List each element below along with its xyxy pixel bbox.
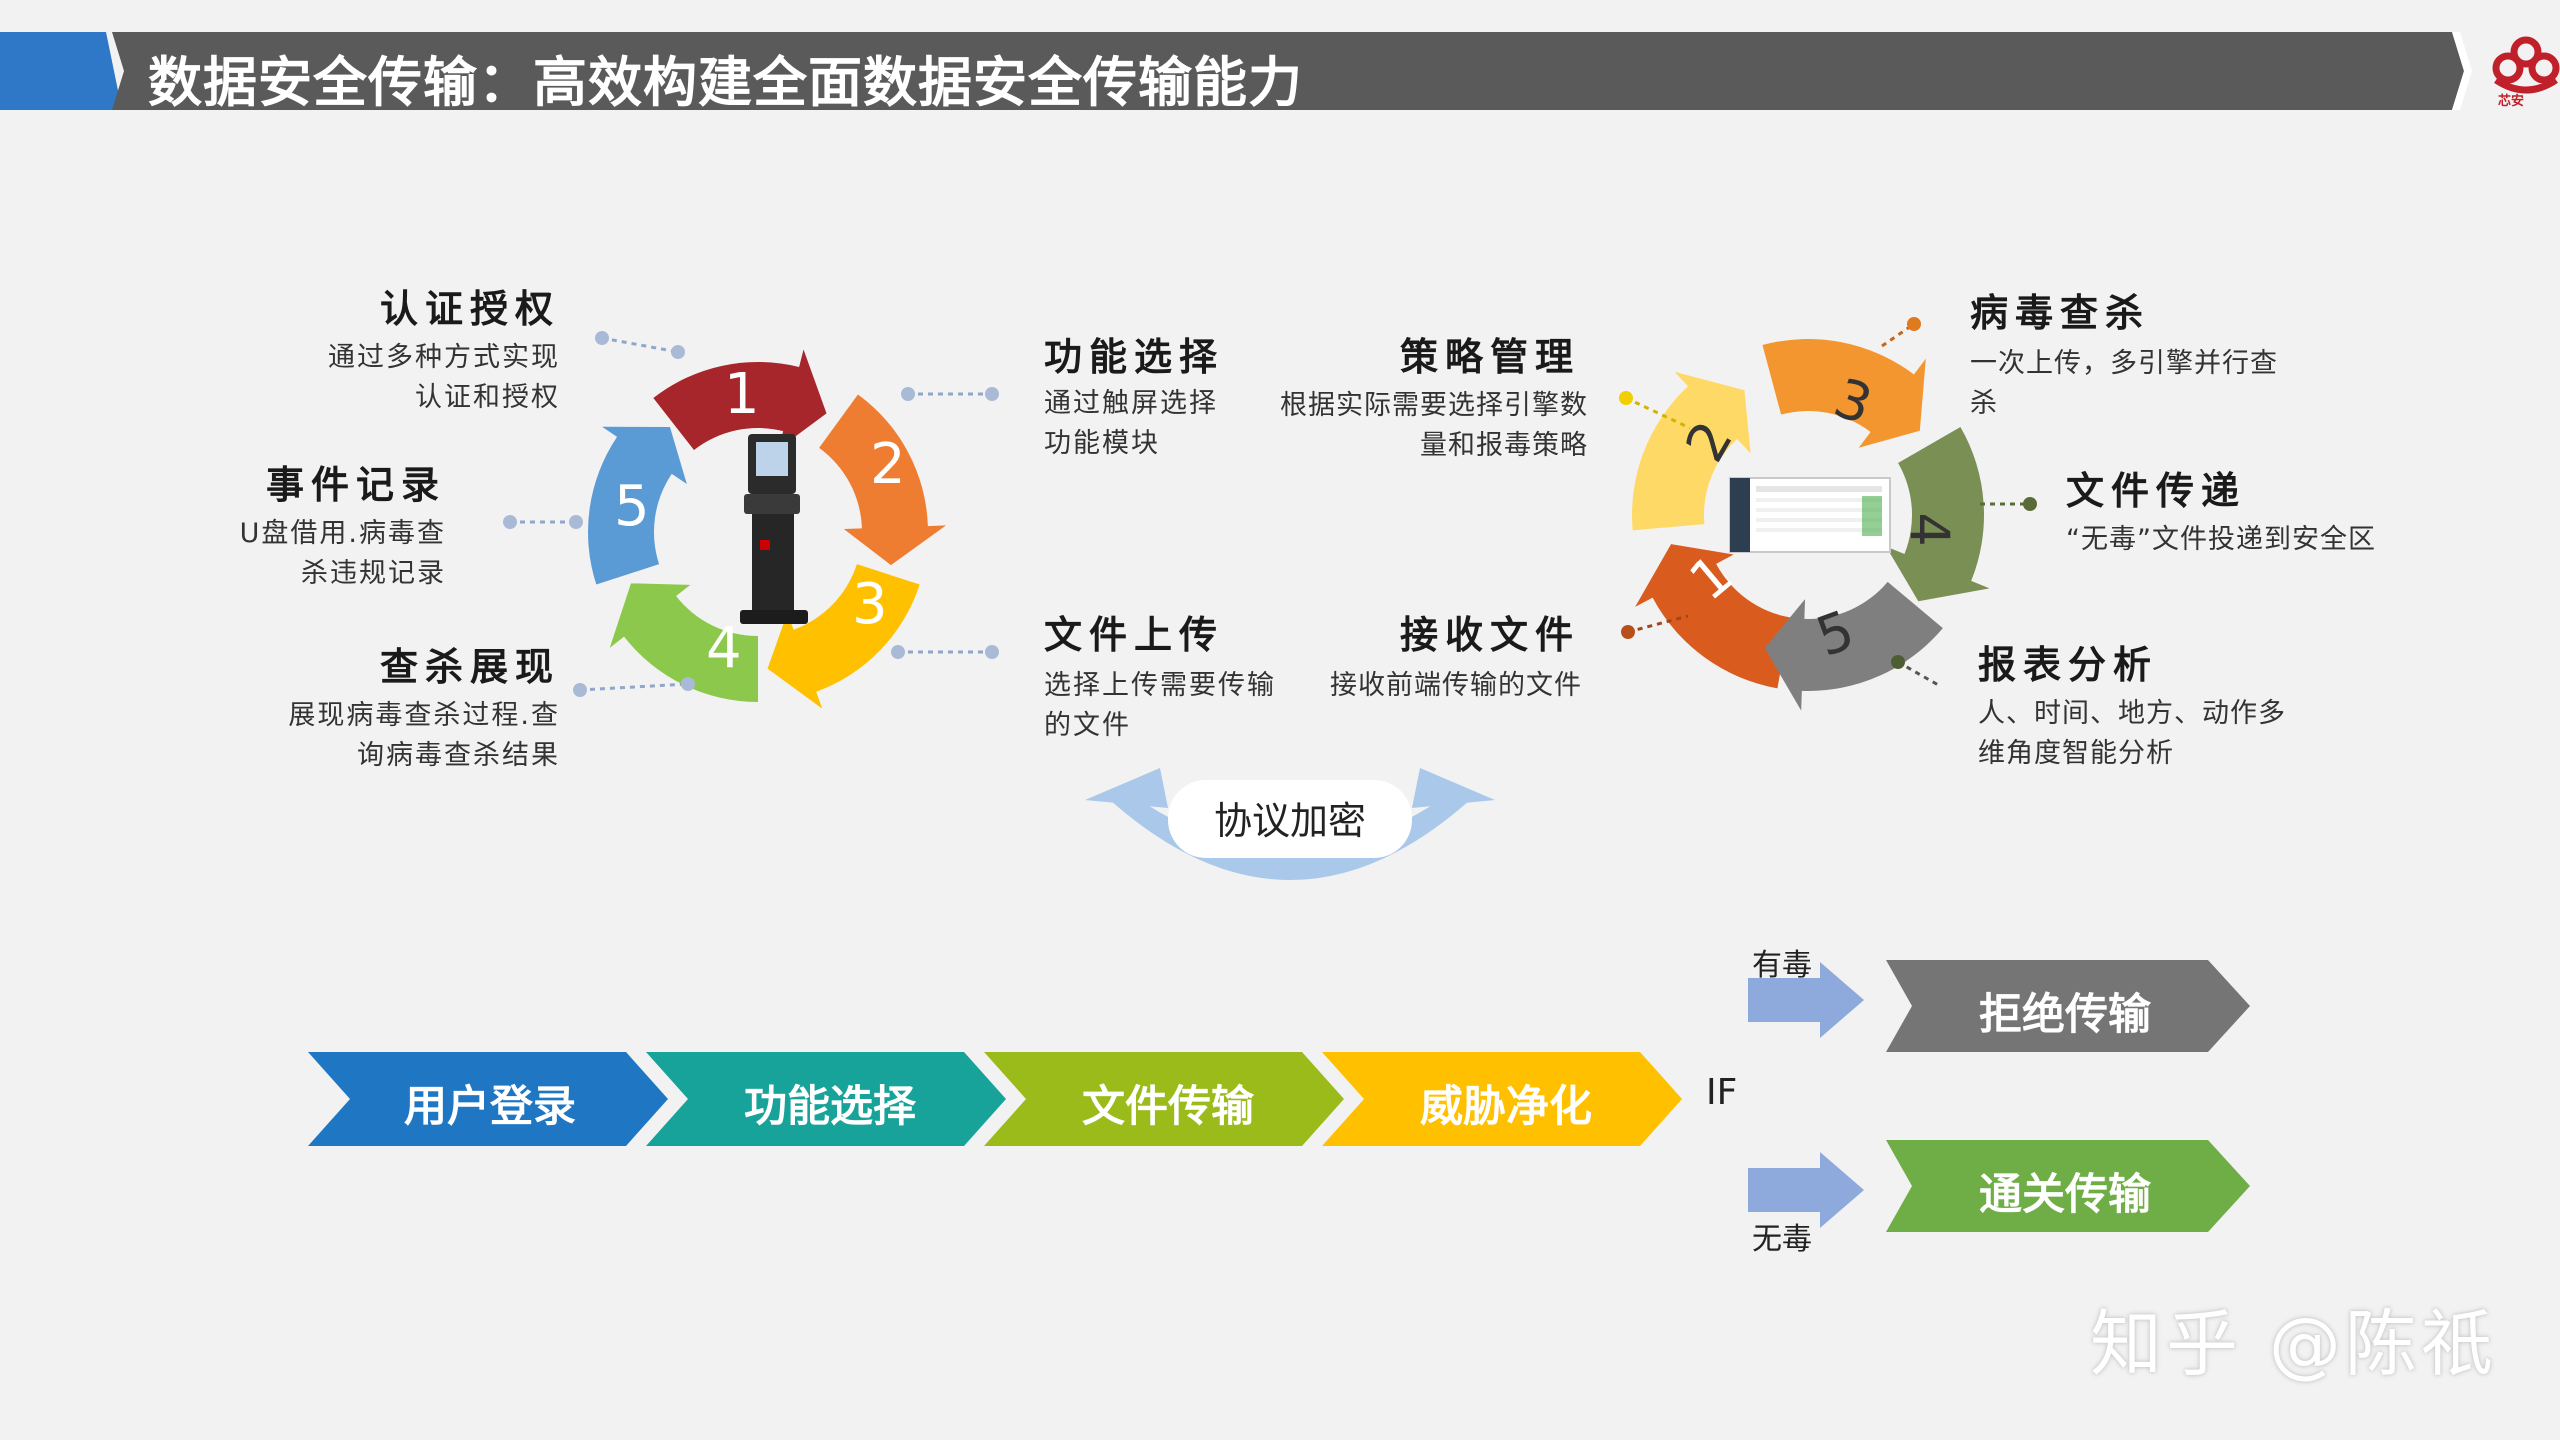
left-item-3-title: 查杀展现 xyxy=(379,645,560,689)
flow-step-3 xyxy=(984,1052,1344,1146)
page-title: 数据安全传输：高效构建全面数据安全传输能力 xyxy=(148,51,1303,114)
reject-chevron xyxy=(1886,960,2250,1052)
right-item-3-title: 病毒查杀 xyxy=(1970,291,2151,335)
flow-step-4 xyxy=(1322,1052,1682,1146)
left-seg-4-num: 4 xyxy=(706,616,742,681)
left-seg-3-num: 3 xyxy=(852,572,888,637)
header-accent xyxy=(0,32,122,110)
if-label: IF xyxy=(1706,1072,1738,1113)
right-item-2-desc: 接收前端传输的文件 xyxy=(1330,670,1582,701)
logo-text: 芯安 xyxy=(2498,94,2525,109)
left-seg-1-num: 1 xyxy=(724,362,760,427)
left-seg-2-num: 2 xyxy=(870,432,906,497)
header-bar xyxy=(112,32,2464,110)
kiosk-icon xyxy=(740,434,808,624)
clean-label: 无毒 xyxy=(1752,1222,1812,1257)
right-item-3-desc: 一次上传，多引擎并行查杀 xyxy=(1970,348,2278,419)
rc-segment-2 xyxy=(1632,371,1751,531)
left-item-5-title: 文件上传 xyxy=(1044,613,1225,657)
virus-label: 有毒 xyxy=(1752,948,1812,983)
pass-chevron xyxy=(1886,1140,2250,1232)
right-item-2-title: 接收文件 xyxy=(1399,613,1580,657)
flow-step-1-label: 用户登录 xyxy=(404,1082,576,1132)
pass-label: 通关传输 xyxy=(1979,1170,2151,1220)
right-item-4-desc: “无毒”文件投递到安全区 xyxy=(2066,524,2376,555)
rc-segment-3 xyxy=(1762,339,1926,448)
protocol-arc xyxy=(1085,768,1495,880)
flow-step-2 xyxy=(646,1052,1006,1146)
lc-segment-3 xyxy=(767,564,920,709)
right-cycle xyxy=(1632,339,1990,711)
left-item-2-title: 事件记录 xyxy=(265,463,446,507)
lc-segment-2 xyxy=(819,394,947,566)
left-item-3-desc: 展现病毒查杀过程.查询病毒查杀结果 xyxy=(288,700,560,771)
right-seg-4-num: 4 xyxy=(1897,512,1961,547)
rc-segment-5 xyxy=(1764,581,1943,711)
flow-step-3-label: 文件传输 xyxy=(1082,1082,1254,1132)
flow-step-1 xyxy=(308,1052,668,1146)
lc-segment-5 xyxy=(588,426,687,585)
monitor-icon xyxy=(1729,477,1891,553)
virus-arrow xyxy=(1748,962,1864,1038)
rc-segment-4 xyxy=(1886,427,1990,602)
logo-icon xyxy=(2492,36,2560,94)
lc-segment-4 xyxy=(609,583,758,702)
left-seg-5-num: 5 xyxy=(614,474,650,539)
left-cycle xyxy=(588,349,947,709)
left-item-1-desc: 通过多种方式实现认证和授权 xyxy=(328,342,560,413)
left-item-4-desc: 通过触屏选择功能模块 xyxy=(1044,388,1218,459)
clean-arrow xyxy=(1748,1152,1864,1228)
connector-dots xyxy=(503,317,2037,697)
left-item-4-title: 功能选择 xyxy=(1044,335,1225,379)
right-item-1-title: 策略管理 xyxy=(1399,335,1580,379)
right-item-5-desc: 人、时间、地方、动作多维角度智能分析 xyxy=(1978,698,2286,769)
lc-segment-1 xyxy=(653,349,827,451)
flow-step-4-label: 威胁净化 xyxy=(1420,1082,1592,1132)
rc-segment-1 xyxy=(1635,544,1790,689)
protocol-label: 协议加密 xyxy=(1213,799,1366,843)
flow-step-2-label: 功能选择 xyxy=(744,1082,916,1132)
watermark: 知乎 @陈祇 xyxy=(2090,1302,2497,1386)
reject-label: 拒绝传输 xyxy=(1979,990,2151,1040)
right-item-1-desc: 根据实际需要选择引擎数量和报毒策略 xyxy=(1280,390,1588,461)
left-item-1-title: 认证授权 xyxy=(379,287,560,331)
right-item-4-title: 文件传递 xyxy=(2066,469,2247,513)
left-item-2-desc: U盘借用.病毒查杀违规记录 xyxy=(239,518,446,589)
left-item-5-desc: 选择上传需要传输的文件 xyxy=(1044,670,1276,741)
right-item-5-title: 报表分析 xyxy=(1978,643,2159,687)
flow-chevrons xyxy=(308,1052,1682,1146)
